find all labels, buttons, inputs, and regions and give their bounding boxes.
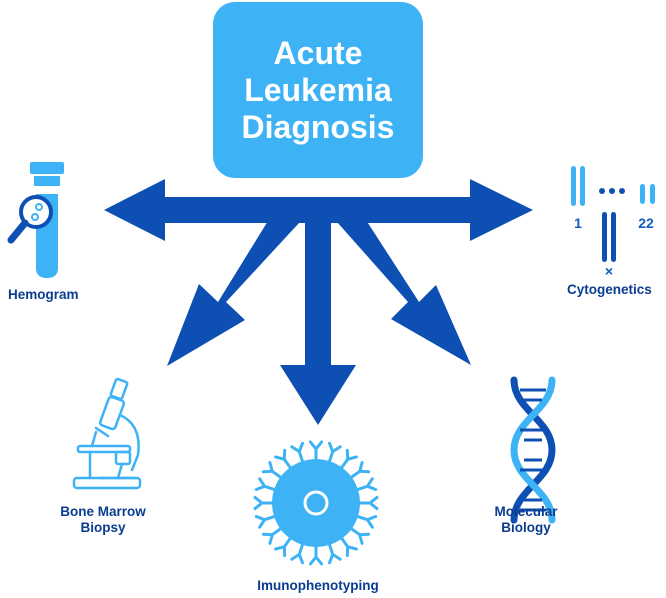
arrow-down-right [337, 203, 471, 365]
chromosome-number-first: 1 [574, 215, 582, 231]
arrow-down [280, 215, 356, 425]
magnifier-icon [7, 195, 53, 244]
antibody-icon [261, 461, 282, 479]
antibody-icon [261, 527, 282, 545]
antibody-icon [340, 537, 358, 558]
label-cytogenetics: Cytogenetics [567, 282, 652, 297]
microscope-icon [72, 377, 142, 490]
label-bone-marrow-biopsy: Bone Marrow Biopsy [60, 504, 146, 535]
antibody-icon [340, 448, 358, 469]
antibody-icon [328, 543, 342, 565]
antibody-icon [290, 441, 304, 463]
title-box: Acute Leukemia Diagnosis [213, 2, 423, 178]
antibody-icon [328, 441, 342, 463]
antibody-icon [356, 515, 378, 529]
chromosome-cross: × [605, 263, 613, 279]
title-line-2: Leukemia [244, 71, 392, 108]
title-line-1: Acute [273, 34, 363, 71]
chromosome-icon: 1 22 × [571, 166, 655, 279]
antibody-icon [274, 448, 292, 469]
antibody-icon [350, 461, 371, 479]
antibody-icon [308, 545, 324, 566]
antibody-icon [350, 527, 371, 545]
antibody-icon [358, 495, 379, 511]
antibody-icon [254, 515, 276, 529]
antibody-icon [254, 477, 276, 491]
arrow-down-left [167, 203, 299, 366]
antibody-icon [274, 537, 292, 558]
antibody-icon [290, 543, 304, 565]
label-hemogram: Hemogram [8, 287, 79, 302]
cell-antibody-icon [253, 440, 379, 566]
chromosome-number-last: 22 [638, 215, 654, 231]
antibody-icon [253, 495, 274, 511]
arrow-horizontal [104, 179, 533, 241]
title-line-3: Diagnosis [241, 108, 395, 145]
antibody-icon [308, 440, 324, 461]
label-molecular-biology: Molecular Biology [494, 504, 558, 535]
arrows [104, 179, 533, 425]
label-immunophenotyping: Imunophenotyping [257, 578, 379, 593]
dna-icon [510, 376, 556, 524]
antibody-icon [356, 477, 378, 491]
